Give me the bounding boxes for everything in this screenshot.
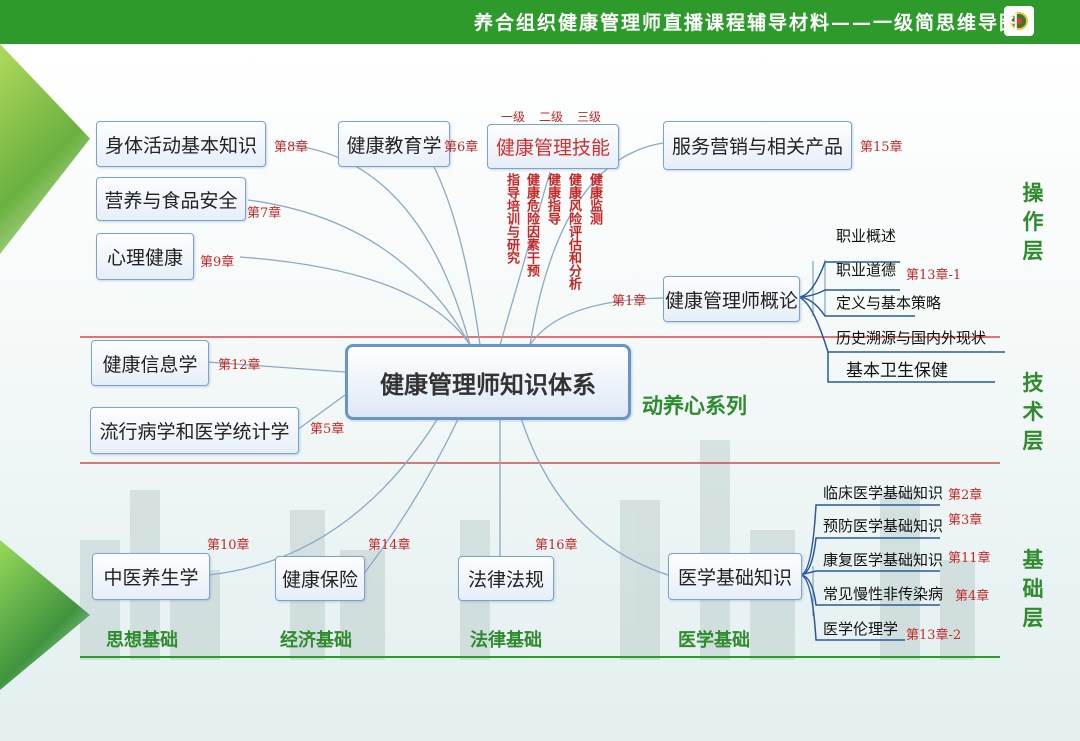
- chapter-tcm: 第10章: [207, 534, 250, 553]
- series-label: 动养心系列: [642, 390, 747, 420]
- node-health-education: 健康教育学: [338, 121, 450, 167]
- medical-sub-chronic: 常见慢性非传染病: [823, 583, 943, 604]
- chapter-rehab: 第11章: [948, 547, 991, 566]
- chapter-mental-health: 第9章: [200, 251, 234, 270]
- overview-sub-definition: 定义与基本策略: [836, 292, 941, 313]
- node-tcm: 中医养生学: [92, 553, 210, 600]
- chapter-law: 第16章: [535, 534, 578, 553]
- layer-label-technical: 技术层: [1021, 368, 1045, 455]
- chapter-chronic: 第4章: [955, 585, 989, 604]
- chapter-informatics: 第12章: [218, 354, 261, 373]
- skill-level-3: 三级: [577, 108, 601, 125]
- skill-level-1: 一级: [501, 108, 525, 125]
- foundation-economic: 经济基础: [280, 626, 352, 652]
- foundation-legal: 法律基础: [470, 626, 542, 652]
- overview-sub-primary-care: 基本卫生保健: [846, 356, 948, 381]
- skill-item-training: 指导培训与研究: [503, 173, 519, 264]
- node-mental-health: 心理健康: [96, 233, 194, 280]
- node-service-marketing: 服务营销与相关产品: [663, 121, 852, 170]
- skill-item-guidance: 健康指导: [544, 173, 560, 225]
- center-node: 健康管理师知识体系: [345, 344, 631, 420]
- node-medical-basics: 医学基础知识: [668, 553, 802, 600]
- medical-sub-clinical: 临床医学基础知识: [823, 482, 943, 503]
- medical-sub-ethics: 医学伦理学: [823, 618, 898, 639]
- skill-level-2: 二级: [539, 108, 563, 125]
- overview-sub-occupation: 职业概述: [836, 225, 896, 246]
- foundation-thought: 思想基础: [106, 626, 178, 652]
- medical-sub-preventive: 预防医学基础知识: [823, 515, 943, 536]
- skill-item-risk-intervention: 健康危险因素干预: [523, 173, 539, 277]
- layer-label-foundation: 基础层: [1021, 545, 1045, 632]
- chapter-health-education: 第6章: [444, 136, 478, 155]
- node-overview: 健康管理师概论: [663, 276, 800, 322]
- skill-item-risk-assessment: 健康风险评估和分析: [565, 173, 581, 290]
- chapter-clinical: 第2章: [948, 484, 982, 503]
- chapter-overview: 第1章: [612, 290, 646, 309]
- chapter-preventive: 第3章: [948, 509, 982, 528]
- chapter-service-marketing: 第15章: [860, 136, 903, 155]
- overview-sub-history: 历史溯源与国内外现状: [836, 327, 986, 348]
- chapter-nutrition: 第7章: [247, 202, 281, 221]
- medical-sub-rehab: 康复医学基础知识: [823, 549, 943, 570]
- chapter-med-ethics: 第13章-2: [906, 624, 961, 643]
- node-physical-activity: 身体活动基本知识: [96, 121, 266, 167]
- chapter-insurance: 第14章: [368, 534, 411, 553]
- node-health-management-skills: 健康管理技能: [487, 124, 619, 169]
- layer-label-operation: 操作层: [1021, 178, 1045, 265]
- node-insurance: 健康保险: [275, 556, 365, 601]
- chapter-physical-activity: 第8章: [274, 136, 308, 155]
- node-epidemiology: 流行病学和医学统计学: [90, 407, 299, 454]
- node-informatics: 健康信息学: [91, 340, 209, 386]
- node-nutrition: 营养与食品安全: [96, 177, 246, 221]
- node-law: 法律法规: [458, 556, 554, 601]
- chapter-ethics: 第13章-1: [906, 264, 961, 283]
- skill-item-monitoring: 健康监测: [586, 173, 602, 225]
- overview-sub-ethics: 职业道德: [836, 259, 896, 280]
- chapter-epidemiology: 第5章: [310, 418, 344, 437]
- foundation-medical: 医学基础: [678, 626, 750, 652]
